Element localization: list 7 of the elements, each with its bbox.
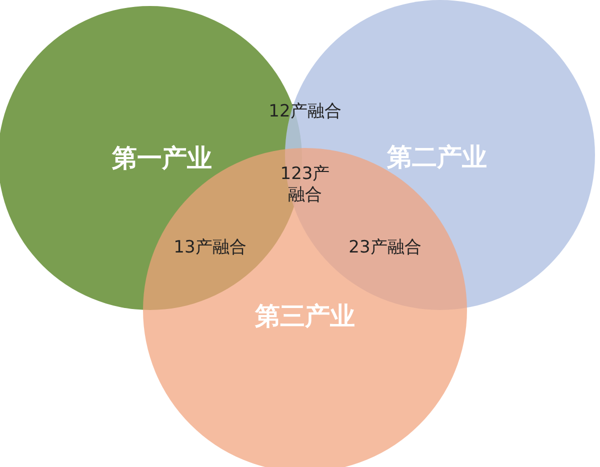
overlap-label: 13产融合 [172,237,248,259]
circle-label: 第一产业 [112,142,212,174]
circle-label: 第二产业 [387,142,487,174]
overlap-label: 12产融合 [268,101,342,123]
overlap-label: 23产融合 [348,237,422,259]
overlap-label: 123产融合 [279,164,331,206]
circle-label: 第三产业 [255,300,355,332]
